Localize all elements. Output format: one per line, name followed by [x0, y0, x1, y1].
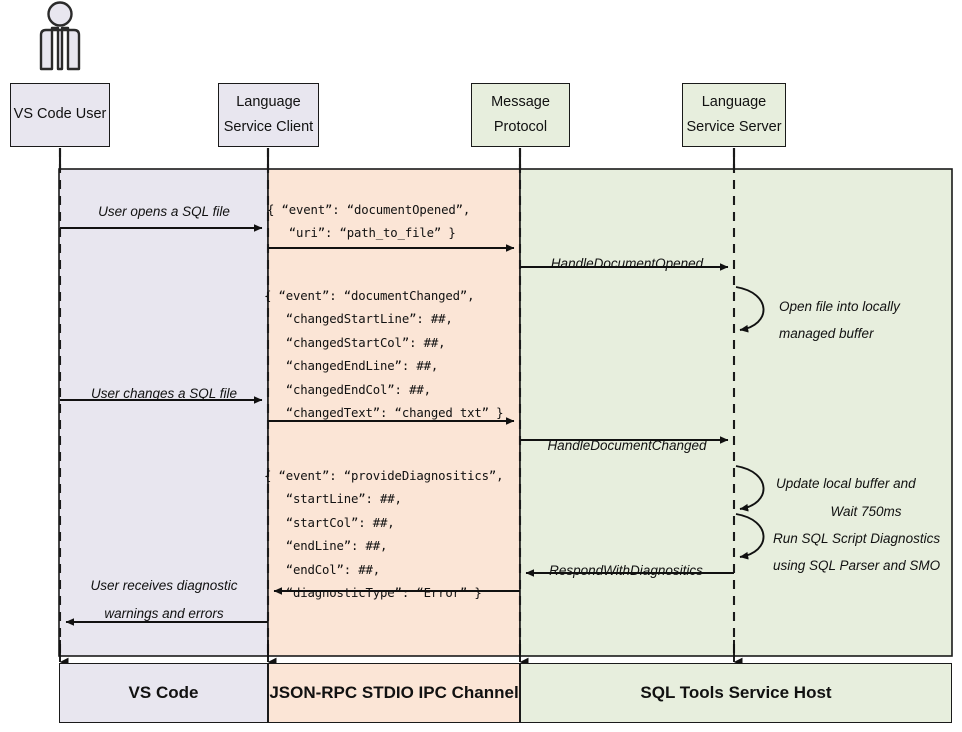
selfcall-update-buffer-wait: [735, 465, 765, 512]
label-user-opens-sql-file: User opens a SQL file: [98, 204, 230, 219]
label-user-receives-diagnostics-line1: User receives diagnostic: [90, 578, 238, 593]
participant-label-line1: Message: [491, 93, 550, 110]
selfcall-label-open-file-line2: managed buffer: [779, 326, 874, 341]
payload-document-opened: { “event”: “documentOpened”, “uri”: “pat…: [267, 203, 471, 241]
label-user-receives-diagnostics-line2: warnings and errors: [104, 606, 224, 621]
label-handle-document-opened: HandleDocumentOpened: [550, 256, 704, 271]
participant-label-line2: Protocol: [493, 119, 548, 135]
participant-label-line1: Language: [236, 93, 301, 110]
footer-json-rpc-channel[interactable]: JSON-RPC STDIO IPC Channel: [268, 663, 520, 723]
participant-label-line2: Service Server: [686, 119, 782, 135]
participant-label-line1: Language: [701, 93, 767, 110]
selfcall-label-update-buffer-line2: Wait 750ms: [830, 504, 902, 519]
band-ipc-channel: [267, 168, 521, 657]
participant-label: VS Code User: [13, 106, 107, 123]
selfcall-label-run-diagnostics-line1: Run SQL Script Diagnostics: [773, 531, 941, 546]
band-service-host: [519, 168, 953, 657]
label-user-changes-sql-file: User changes a SQL file: [90, 386, 238, 401]
stick-figure-actor: [39, 1, 81, 71]
selfcall-run-diagnostics: [735, 513, 765, 560]
selfcall-label-open-file-line1: Open file into locally: [779, 299, 900, 314]
participant-vscode-user[interactable]: VS Code User: [10, 83, 110, 147]
footer-label: VS Code: [128, 683, 199, 702]
label-respond-with-diagnostics: RespondWithDiagnositics: [549, 563, 703, 578]
selfcall-open-file-buffer: [735, 286, 765, 333]
band-vscode: [58, 168, 269, 657]
participant-language-service-client[interactable]: Language Service Client: [218, 83, 319, 147]
footer-label: SQL Tools Service Host: [640, 683, 832, 702]
lifelines: [58, 148, 736, 656]
lifeline-terminators: [59, 640, 743, 667]
footer-vs-code[interactable]: VS Code: [59, 663, 268, 723]
selfcall-label-update-buffer-line1: Update local buffer and: [776, 476, 916, 491]
payload-provide-diagnostics: { “event”: “provideDiagnositics”, “start…: [264, 469, 504, 601]
selfcall-label-run-diagnostics-line2: using SQL Parser and SMO: [773, 558, 941, 573]
payload-document-changed: { “event”: “documentChanged”, “changedSt…: [264, 289, 504, 421]
participant-language-service-server[interactable]: Language Service Server: [682, 83, 786, 147]
footer-sql-tools-service-host[interactable]: SQL Tools Service Host: [520, 663, 952, 723]
footer-label: JSON-RPC STDIO IPC Channel: [269, 683, 519, 702]
participant-message-protocol[interactable]: Message Protocol: [471, 83, 570, 147]
label-handle-document-changed: HandleDocumentChanged: [547, 438, 707, 453]
participant-label-line2: Service Client: [223, 119, 314, 135]
lifeline-stubs: [58, 148, 736, 170]
